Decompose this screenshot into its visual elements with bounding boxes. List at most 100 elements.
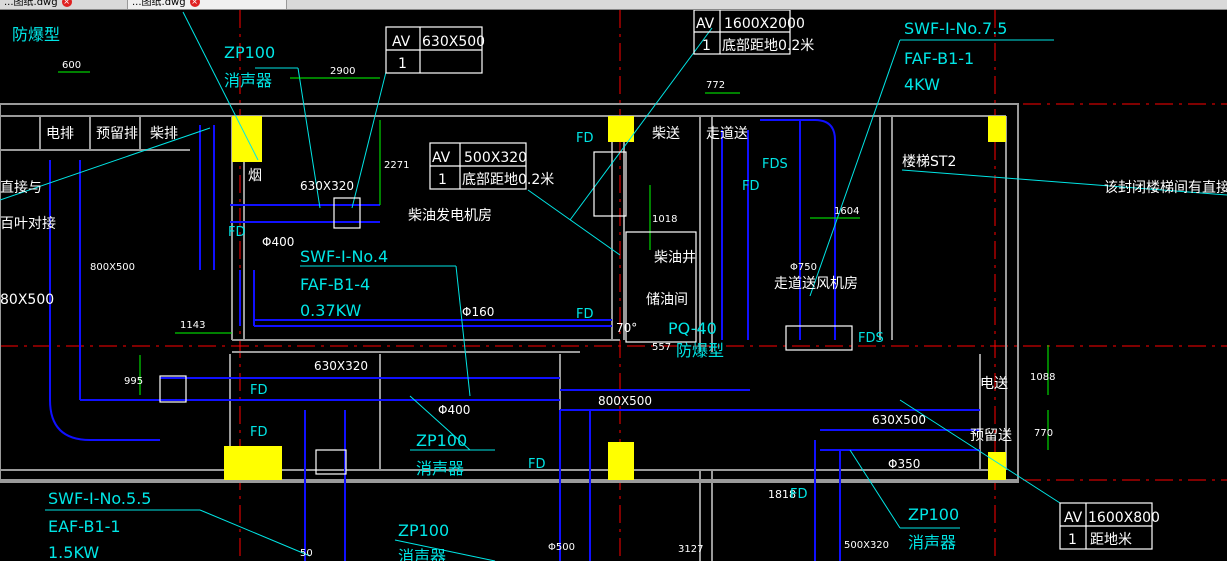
dim-50: 50: [300, 548, 313, 559]
tag-av-1600-value: 1600X2000: [724, 16, 805, 32]
swf-75-label: SWF-I-No.7.5: [904, 19, 1007, 38]
dimension-labels: 600 2900 772 2271 1018 1604 Φ750 1143 99…: [62, 60, 1055, 559]
dim-600: 600: [62, 60, 81, 71]
room-label-diesel-exhaust: 柴排: [150, 126, 178, 142]
tab-label: ...图纸.dwg: [132, 0, 186, 8]
muffler-d: 消声器: [908, 533, 956, 552]
stair-note: 该封闭楼梯间有直接通向: [1104, 179, 1227, 196]
tag-av-630-header: AV: [392, 34, 411, 50]
fd-1: FD: [576, 131, 594, 146]
tag-av-1600b-no: 1: [1068, 532, 1077, 548]
ductwork: [49, 119, 980, 561]
phi400-b: Φ400: [438, 403, 470, 417]
fds-2: FDS: [858, 331, 884, 346]
oil-storage-label: 储油间: [646, 292, 688, 308]
room-label-elec-exhaust: 电排: [46, 126, 74, 142]
diesel-well-label: 柴油井: [654, 250, 696, 266]
zp100-c: ZP100: [398, 521, 449, 540]
phi160-label: Φ160: [462, 305, 494, 319]
tag-boxes: [159, 10, 1153, 550]
dim-1143: 1143: [180, 320, 205, 331]
dim-1818: 1818: [768, 488, 796, 501]
duct-size-phi500: Φ500: [548, 542, 575, 553]
dimension-lines: [58, 71, 1049, 450]
tag-av-630-value: 630X500: [422, 34, 485, 50]
pq40-label: PQ-40: [668, 319, 717, 338]
tab-label: ...图纸.dwg: [4, 0, 58, 8]
tag-av-1600b-value: 1600X800: [1088, 510, 1160, 526]
tag-av-1600-header: AV: [696, 16, 715, 32]
duct-size-800x500-h: 800X500: [598, 394, 652, 408]
leader-lines: [0, 11, 1227, 561]
explosion-proof-2: 防爆型: [676, 341, 724, 360]
muffler-b: 消声器: [416, 459, 464, 478]
dim-1018: 1018: [652, 214, 677, 225]
dim-2271: 2271: [384, 160, 409, 171]
fds-1: FDS: [762, 157, 788, 172]
dim-995: 995: [124, 376, 143, 387]
kw-15-label: 1.5KW: [48, 543, 99, 561]
swf-55-label: SWF-I-No.5.5: [48, 489, 151, 508]
dim-750: Φ750: [790, 262, 817, 273]
dim-770: 770: [1034, 428, 1053, 439]
elec-supply-label: 电送: [980, 376, 1008, 392]
fd-8: FD: [790, 487, 808, 502]
cad-drawing-canvas[interactable]: 电排 预留排 柴排 烟 柴送 走道送 楼梯ST2 该封闭楼梯间有直接通向 柴油发…: [0, 10, 1227, 561]
kw-037-label: 0.37KW: [300, 301, 362, 320]
tag-av-500-no: 1: [438, 172, 447, 188]
tag-av-1600-no: 1: [702, 38, 711, 54]
room-label-reserve-exhaust: 预留排: [96, 126, 138, 142]
close-tab-icon[interactable]: ×: [61, 0, 72, 7]
document-tab-bar: ...图纸.dwg× ...图纸.dwg×: [0, 0, 1227, 10]
fd-4: FD: [742, 179, 760, 194]
dim-3127: 3127: [678, 544, 703, 555]
louver-note: 百叶对接: [0, 215, 56, 232]
duct-size-500x320: 500X320: [844, 540, 889, 551]
eaf-b1-1-label: EAF-B1-1: [48, 517, 121, 536]
tag-av-500-note: 底部距地0.2米: [462, 172, 554, 188]
muffler-c: 消声器: [398, 547, 446, 561]
phi350-label: Φ350: [888, 457, 920, 471]
zp100-d: ZP100: [908, 505, 959, 524]
chimney-label: 烟: [248, 168, 262, 184]
duct-size-800x500-v: 800X500: [90, 262, 135, 273]
room-label-diesel-supply: 柴送: [652, 126, 680, 142]
faf-b1-1-label: FAF-B1-1: [904, 49, 974, 68]
document-tab-2[interactable]: ...图纸.dwg×: [127, 0, 287, 9]
close-tab-icon[interactable]: ×: [189, 0, 200, 7]
tag-av-500-header: AV: [432, 150, 451, 166]
duct-size-630x320-a: 630X320: [300, 179, 354, 193]
stair-label: 楼梯ST2: [902, 154, 956, 170]
kw-4-label: 4KW: [904, 75, 940, 94]
explosion-proof-top: 防爆型: [12, 25, 60, 44]
zp100-b: ZP100: [416, 431, 467, 450]
direct-to-note: 直接与: [0, 179, 42, 196]
diesel-room-label: 柴油发电机房: [408, 208, 492, 224]
duct-size-630x320-b: 630X320: [314, 359, 368, 373]
corridor-fan-room-label: 走道送风机房: [774, 276, 858, 292]
tag-av-1600b-note: 距地米: [1090, 532, 1132, 548]
tag-av-630-no: 1: [398, 56, 407, 72]
dim-557: 557: [652, 342, 671, 353]
fd-3: FD: [576, 307, 594, 322]
white-labels: 电排 预留排 柴排 烟 柴送 走道送 楼梯ST2 该封闭楼梯间有直接通向 柴油发…: [0, 16, 1227, 548]
fire-damper-angle: 70°: [616, 321, 637, 335]
swf-4-label: SWF-I-No.4: [300, 247, 388, 266]
cyan-labels: 防爆型 ZP100 消声器 SWF-I-No.7.5 FAF-B1-1 4KW …: [12, 19, 1007, 561]
tag-av-1600-note: 底部距地0.2米: [722, 38, 814, 54]
fd-5: FD: [250, 383, 268, 398]
faf-b1-4-label: FAF-B1-4: [300, 275, 370, 294]
duct-size-630x500-b: 630X500: [872, 413, 926, 427]
muffler-a: 消声器: [224, 71, 272, 90]
document-tab-1[interactable]: ...图纸.dwg×: [0, 0, 158, 9]
room-label-corridor-supply: 走道送: [706, 126, 748, 142]
dim-1604: 1604: [834, 206, 859, 217]
duct-size-label: 80X500: [0, 292, 54, 308]
tag-av-500-value: 500X320: [464, 150, 527, 166]
phi400-a: Φ400: [262, 235, 294, 249]
fd-2: FD: [228, 225, 246, 240]
zp100-a: ZP100: [224, 43, 275, 62]
dim-2900: 2900: [330, 66, 355, 77]
dim-1088: 1088: [1030, 372, 1055, 383]
reserve-supply-label: 预留送: [970, 428, 1012, 444]
